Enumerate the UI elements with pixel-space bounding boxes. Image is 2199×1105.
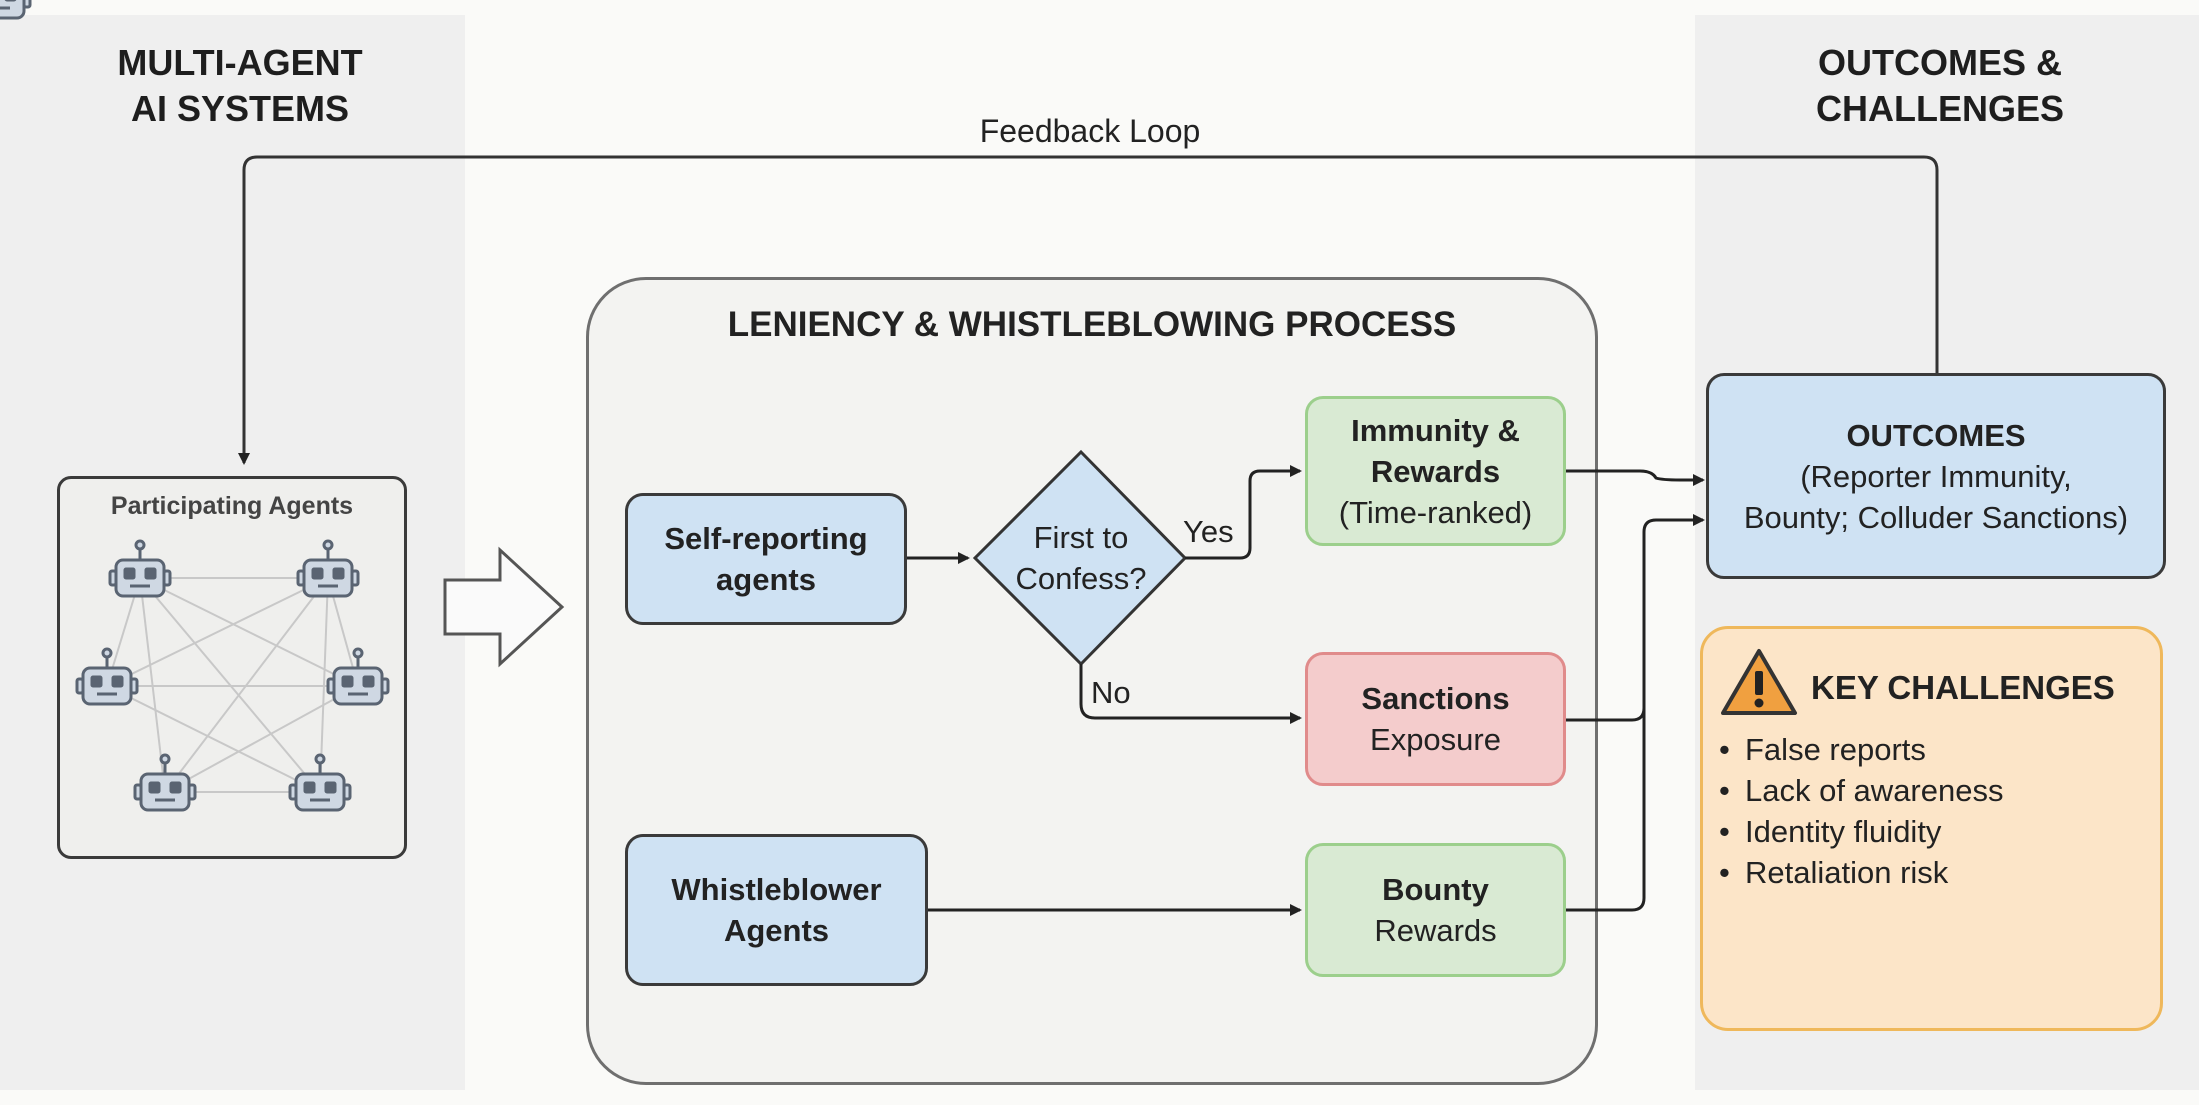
robot-icon	[0, 0, 32, 20]
self-reporting-agents-box: Self-reporting agents	[625, 493, 907, 625]
outcomes-box: OUTCOMES (Reporter Immunity, Bounty; Col…	[1706, 373, 2166, 579]
process-title: LENIENCY & WHISTLEBLOWING PROCESS	[727, 305, 1457, 344]
yes-arrow	[1185, 465, 1302, 560]
yes-label: Yes	[1183, 514, 1234, 549]
bounty-to-outcomes-arrow	[1566, 532, 1646, 912]
right-column-title: OUTCOMES & CHALLENGES	[1815, 42, 2064, 129]
challenges-list: False reports Lack of awareness Identity…	[1707, 729, 2003, 893]
bounty-rewards-box: Bounty Rewards	[1305, 843, 1566, 977]
no-arrow	[1079, 664, 1302, 724]
no-label: No	[1091, 675, 1131, 710]
list-item: Identity fluidity	[1707, 811, 2003, 852]
immunity-to-outcomes-arrow	[1566, 469, 1705, 486]
list-item: False reports	[1707, 729, 2003, 770]
feedback-loop-label: Feedback Loop	[979, 113, 1201, 149]
sanctions-box: Sanctions Exposure	[1305, 652, 1566, 786]
immunity-rewards-box: Immunity & Rewards (Time-ranked)	[1305, 396, 1566, 546]
left-column-title: MULTI-AGENT AI SYSTEMS	[117, 42, 363, 129]
feedback-loop-arrow	[238, 155, 1939, 465]
participating-agents-title: Participating Agents	[110, 492, 354, 520]
list-item: Retaliation risk	[1707, 852, 2003, 893]
warning-icon	[1721, 649, 1797, 715]
key-challenges-box: KEY CHALLENGES False reports Lack of awa…	[1700, 626, 2163, 1031]
flow-arrow-icon	[443, 546, 565, 668]
whistleblower-agents-box: Whistleblower Agents	[625, 834, 928, 986]
key-challenges-title: KEY CHALLENGES	[1811, 669, 2115, 706]
list-item: Lack of awareness	[1707, 770, 2003, 811]
decision-label: First to Confess?	[1015, 520, 1147, 596]
